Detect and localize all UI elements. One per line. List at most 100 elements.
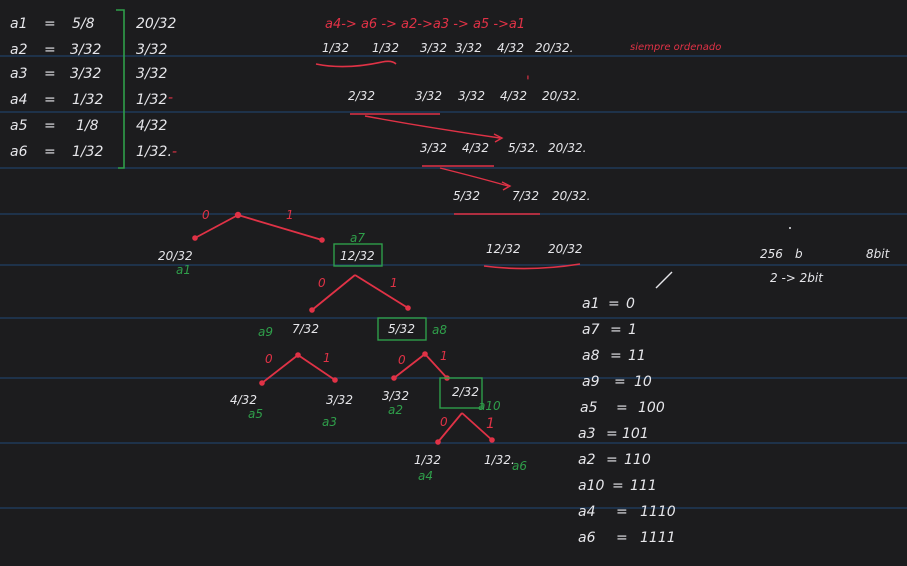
tree-edge [437,412,463,443]
step-value: 5/32. [508,141,539,155]
node-symbol: a5 [248,407,263,421]
node-symbol: a1 [176,263,191,277]
table-prob: 3/32 [70,42,102,58]
table-sym: a6 [10,144,28,160]
tree-edge [261,354,299,384]
table-sym: a3 [10,66,28,82]
table-acc: 3/32 [136,66,168,82]
tree-node [259,380,265,386]
step-value: 20/32. [542,89,580,103]
step-value: 3/32 [415,89,442,103]
tree-edge [393,353,426,379]
tree-node [435,439,441,445]
merged-node-box [333,243,383,267]
tree-node [391,375,397,381]
tree-edge [461,412,493,441]
tree-edge [424,353,448,379]
step-value: 20/32. [552,189,590,203]
code-sym: a7 [582,322,600,338]
branch-bit: 0 [440,415,448,429]
tree-node [489,437,495,443]
table-prob: 1/32 [72,144,104,160]
step-value: 7/32 [512,189,539,203]
table-eq: = [44,92,56,108]
branch-bit: 1 [486,416,495,432]
code-eq: = [612,478,624,494]
code-sym: a4 [578,504,596,520]
table-mark: - [168,90,173,106]
step-value: 20/32. [548,141,586,155]
tree-node [319,237,325,243]
arrow-head [501,181,512,191]
code-eq: = [608,296,620,312]
code-value: 1110 [640,504,676,520]
step-value: 20/32. [535,41,573,55]
table-sym: a2 [10,42,28,58]
merge-order: a4-> a6 -> a2->a3 -> a5 ->a1 [325,17,525,32]
table-sym: a4 [10,92,28,108]
step-value: 1/32 [372,41,399,55]
tree-edge [297,354,336,381]
table-mark: - [172,144,177,160]
node-symbol: a9 [258,325,273,339]
branch-bit: 0 [202,208,210,222]
merge-underline [315,60,397,68]
huffman-tree: 0 1 0 1 0 1 0 1 0 1 20/32 12/32 7/32 5/3… [158,208,527,483]
step-value: 4/32 [462,141,489,155]
branch-bit: 1 [440,349,448,363]
branch-bit: 0 [265,352,273,366]
tree-edge [354,274,409,309]
step-value: 4/32 [500,89,527,103]
code-sym: a8 [582,348,600,364]
table-prob: 5/8 [72,16,95,32]
node-symbol: a6 [512,459,527,473]
table-prob: 3/32 [70,66,102,82]
table-eq: = [44,144,56,160]
step-value: 5/32 [453,189,480,203]
table-eq: = [44,66,56,82]
merged-node-box [439,377,483,409]
branch-bit: 1 [323,351,331,365]
branch-bit: 0 [398,353,406,367]
table-prob: 1/32 [72,92,104,108]
step-value: 3/32 [420,141,447,155]
step-value: 4/32 [497,41,524,55]
tree-node [295,352,301,358]
code-sym: a3 [578,426,596,442]
table-eq: = [44,16,56,32]
code-eq: = [616,504,628,520]
step-value: 20/32 [548,242,583,256]
code-eq: = [606,452,618,468]
tree-node [422,351,428,357]
code-eq: = [606,426,618,442]
code-eq: = [610,322,622,338]
branch-bit: 0 [318,276,326,290]
tick-mark: ' [526,74,530,90]
merge-arrow [439,167,509,187]
node-value: 5/32 [388,322,415,336]
ink-dot [789,227,791,229]
table-acc: 3/32 [136,42,168,58]
node-value: 7/32 [292,322,319,336]
table-eq: = [44,118,56,134]
merge-underline [483,263,581,270]
tree-node [192,235,198,241]
table-bracket [116,9,125,169]
node-value: 1/32. [484,453,515,467]
code-value: 100 [638,400,665,416]
code-value: 1111 [640,530,676,546]
step-value: 12/32 [486,242,521,256]
branch-bit: 1 [390,276,398,290]
code-value: 10 [634,374,652,390]
node-value: 2/32 [452,385,479,399]
node-symbol: a4 [418,469,433,483]
merged-node-box [377,317,427,341]
tree-node [234,211,242,219]
tree-node [309,307,315,313]
node-symbol: a7 [350,231,365,245]
node-value: 20/32 [158,249,193,263]
step-value: 2/32 [348,89,375,103]
table-acc: 4/32 [136,118,168,134]
side-notes: 256 b 8bit 2 -> 2bit [760,227,891,285]
probability-table: a1 = 5/8 20/32 a2 = 3/32 3/32 a3 = 3/32 … [10,16,177,160]
